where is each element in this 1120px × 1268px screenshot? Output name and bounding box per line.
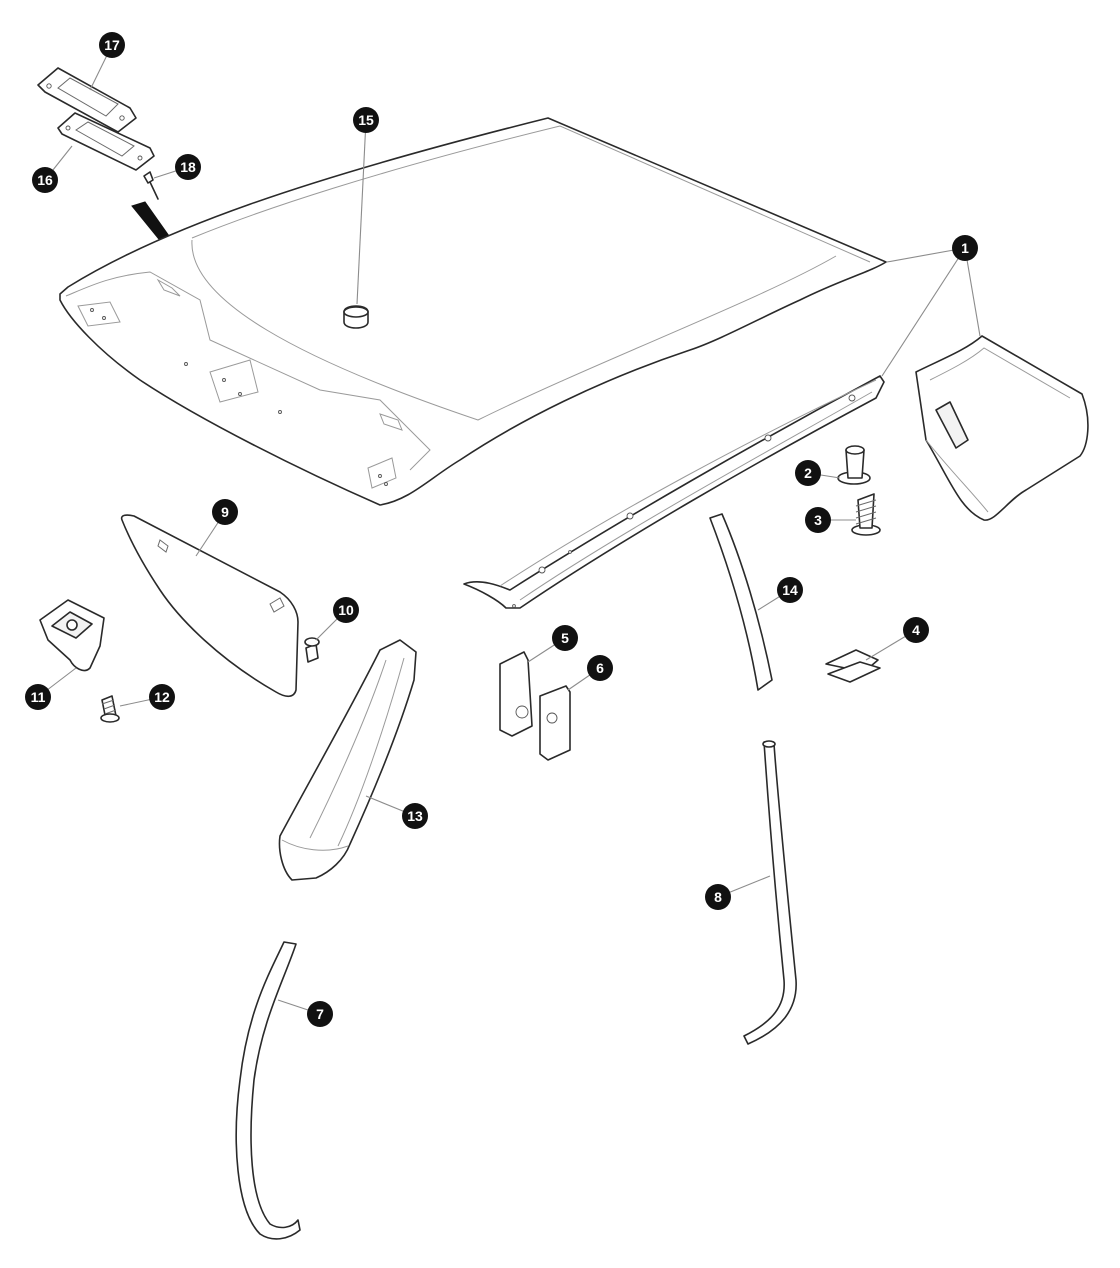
callout-3-label: 3 [814,512,822,528]
callout-1: 1 [952,235,978,261]
callout-3: 3 [805,507,831,533]
dome-cap-15 [343,305,369,329]
callout-2-label: 2 [804,465,812,481]
callout-12: 12 [149,684,175,710]
callout-15: 15 [353,107,379,133]
a-pillar-trim-13 [278,639,417,881]
screw-12 [100,695,120,723]
gasket-17 [37,67,137,133]
callout-12-label: 12 [154,689,170,705]
callout-7-label: 7 [316,1006,324,1022]
weatherstrip-8 [743,740,797,1045]
callout-11-label: 11 [31,689,46,705]
callout-10: 10 [333,597,359,623]
callout-9-label: 9 [221,504,229,520]
callout-15-label: 15 [358,112,374,128]
callout-16-label: 16 [37,172,53,188]
clip-4 [825,649,881,683]
sun-visor-9 [120,514,299,698]
callout-8: 8 [705,884,731,910]
callout-6-label: 6 [596,660,604,676]
headliner [59,117,887,506]
callout-11: 11 [25,684,51,710]
callout-18: 18 [175,154,201,180]
strip-14 [709,513,773,691]
weatherstrip-7 [235,941,301,1240]
pin-18 [143,171,159,200]
callout-10-label: 10 [338,602,354,618]
callout-13: 13 [402,803,428,829]
tree-clip-3 [851,493,881,536]
quarter-trim-panel [915,335,1089,521]
callout-6: 6 [587,655,613,681]
push-pin-2 [837,445,871,485]
callout-14-label: 14 [782,582,798,598]
callout-5-label: 5 [561,630,569,646]
gasket-16 [57,112,155,171]
callout-7: 7 [307,1001,333,1027]
callout-5: 5 [552,625,578,651]
callout-14: 14 [777,577,803,603]
callout-18-label: 18 [180,159,196,175]
callout-4-label: 4 [912,622,920,638]
visor-screw-10 [304,637,320,663]
callout-9: 9 [212,499,238,525]
callout-17: 17 [99,32,125,58]
bracket-6 [539,685,571,761]
roof-rail [463,375,885,609]
callout-4: 4 [903,617,929,643]
callout-8-label: 8 [714,889,722,905]
callout-13-label: 13 [407,808,423,824]
visor-bracket-11 [39,599,105,672]
callout-2: 2 [795,460,821,486]
callout-16: 16 [32,167,58,193]
callout-1-label: 1 [961,240,969,256]
bracket-5 [499,651,533,737]
callout-17-label: 17 [104,37,120,53]
